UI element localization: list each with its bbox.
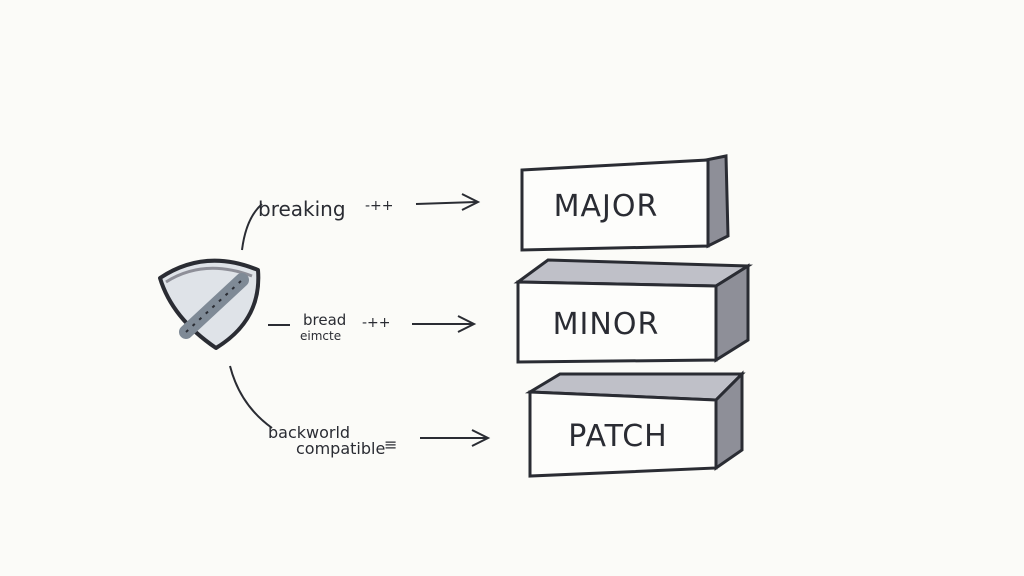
suffix-breaking: -++ (365, 198, 394, 214)
label-compatible: compatible (296, 439, 385, 458)
box-label-minor: MINOR (553, 307, 660, 342)
suffix-patch: ≡ (384, 435, 397, 454)
box-label-patch: PATCH (568, 419, 667, 454)
box-label-major: MAJOR (554, 189, 659, 224)
arrow-patch (420, 429, 491, 447)
label-eimcte: eimcte (300, 329, 341, 343)
label-bread: bread (303, 311, 346, 329)
connector-patch (229, 365, 273, 429)
label-breaking: breaking (258, 197, 346, 221)
arrow-minor (412, 315, 477, 333)
box-major: MAJOR (520, 154, 730, 252)
arrow-major (415, 193, 481, 211)
box-minor: MINOR (513, 258, 753, 364)
label-backworld: backworld (268, 423, 350, 442)
box-patch: PATCH (524, 370, 746, 478)
shield-icon (158, 258, 261, 350)
suffix-minor: -++ (362, 315, 391, 331)
connector-major (241, 203, 263, 251)
